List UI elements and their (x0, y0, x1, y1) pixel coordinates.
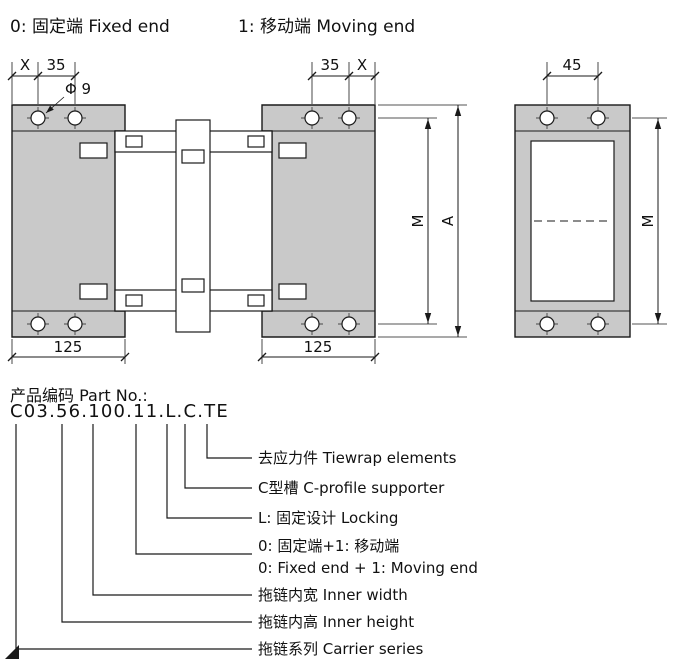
middle-link-slot (181, 278, 205, 293)
breakdown-label-carrier-series: 拖链系列 Carrier series (258, 640, 424, 658)
dimensions: X 35 Φ 9 35 X 45 (7, 56, 667, 364)
dim-m-front: M (409, 215, 427, 228)
dim-phi9: Φ 9 (65, 80, 91, 98)
moving-end-label: 1: 移动端 Moving end (238, 17, 416, 37)
bracket-slot (278, 283, 307, 300)
link-tab (247, 294, 265, 307)
left-bracket (11, 104, 126, 338)
dim-45: 45 (562, 56, 581, 74)
dim-a-front: A (439, 215, 457, 226)
part-number-callout-lines (5, 424, 252, 659)
breakdown-label-inner-height: 拖链内高 Inner height (258, 613, 415, 631)
part-number-title: 产品编码 Part No.: (10, 386, 148, 405)
leader-arrowhead (46, 105, 54, 113)
breakdown-label-inner-width: 拖链内宽 Inner width (258, 586, 408, 604)
dim-x-right: X (357, 56, 367, 74)
bolt-hole (301, 313, 323, 335)
breakdown-label-locking: L: 固定设计 Locking (258, 509, 399, 527)
bolt-hole (27, 107, 49, 129)
bolt-hole (536, 313, 558, 335)
link-tab (247, 135, 265, 148)
dim-125-right: 125 (304, 338, 333, 356)
front-view (11, 104, 376, 338)
fixed-end-label: 0: 固定端 Fixed end (10, 17, 170, 37)
side-view (514, 104, 631, 338)
bolt-hole (587, 107, 609, 129)
right-bracket (261, 104, 376, 338)
part-number-code: C03.56.100.11.L.C.TE (10, 401, 229, 422)
middle-link-slot (181, 149, 205, 164)
bolt-hole (27, 313, 49, 335)
dim-125-left: 125 (54, 338, 83, 356)
breakdown-label-c-profile: C型槽 C-profile supporter (258, 479, 445, 497)
bolt-hole (301, 107, 323, 129)
link-tab (125, 135, 143, 148)
dim-m-side: M (639, 215, 657, 228)
bolt-hole (338, 313, 360, 335)
bolt-hole (338, 107, 360, 129)
breakdown-label-end-type-en: 0: Fixed end + 1: Moving end (258, 559, 478, 577)
bracket-slot (278, 142, 307, 159)
bolt-hole (64, 313, 86, 335)
bolt-hole (587, 313, 609, 335)
bolt-hole (64, 107, 86, 129)
breakdown-label-end-type: 0: 固定端+1: 移动端 (258, 537, 400, 555)
breakdown-label-tiewrap: 去应力件 Tiewrap elements (258, 449, 457, 467)
link-tab (125, 294, 143, 307)
dim-35-right: 35 (320, 56, 339, 74)
dim-x-left: X (20, 56, 30, 74)
chain-links (114, 119, 273, 333)
bracket-slot (79, 283, 108, 300)
corner-marker (5, 645, 19, 659)
bolt-hole (536, 107, 558, 129)
dim-35-left: 35 (46, 56, 65, 74)
bracket-slot (79, 142, 108, 159)
